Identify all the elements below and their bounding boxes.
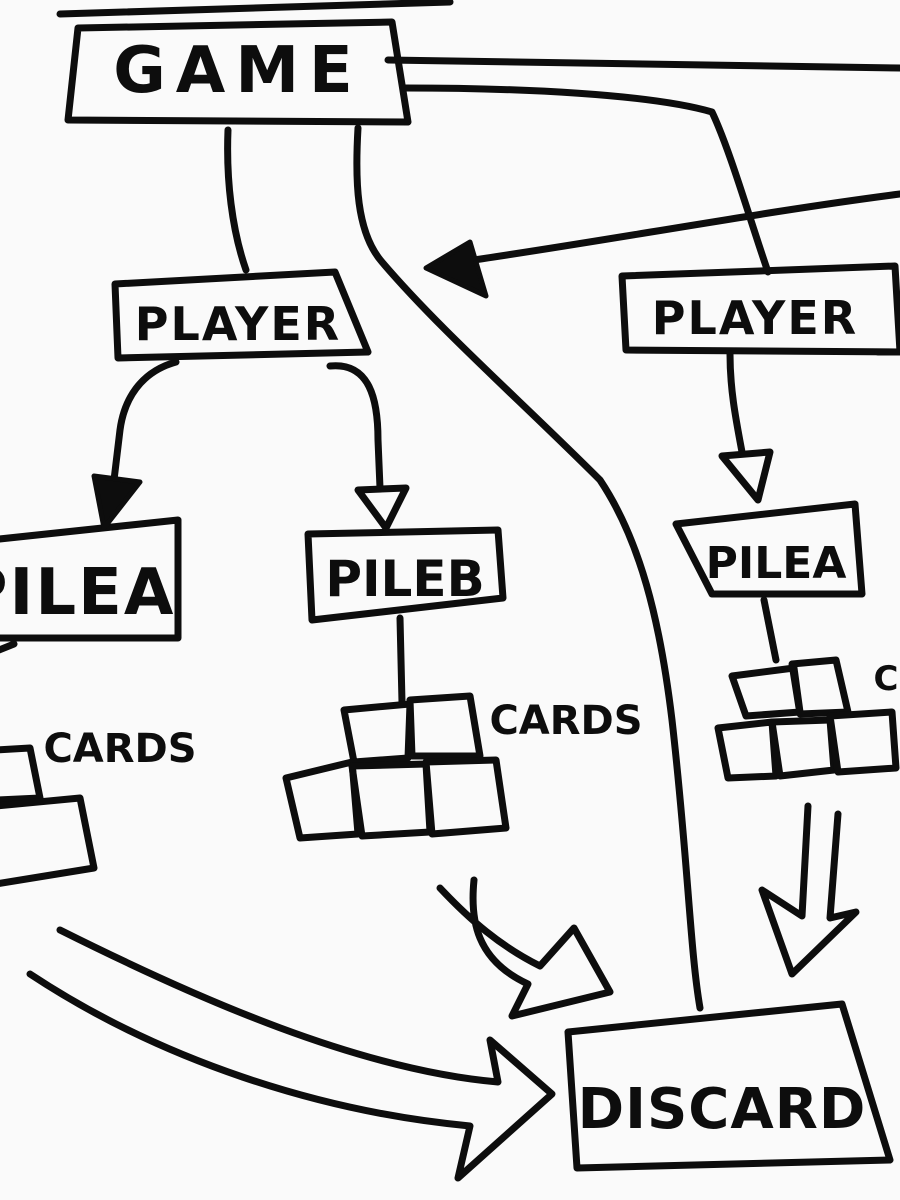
player-right-label: PLAYER — [652, 291, 858, 345]
card — [0, 744, 44, 804]
cards-middle-label: CARDS — [489, 698, 642, 744]
player-left-label: PLAYER — [135, 297, 341, 351]
discard-box — [564, 1000, 894, 1172]
pile-a-right-label: PILEA — [706, 538, 847, 589]
cards-left-label: CARDS — [43, 726, 196, 772]
pile-a-right-node: PILEA — [672, 500, 866, 598]
card — [788, 656, 852, 718]
player-right-node: PLAYER — [618, 262, 900, 356]
cards-left-to-discard-arrow — [26, 926, 556, 1182]
pile-a-left-node: PILEA — [0, 516, 182, 642]
player-right-box — [618, 262, 900, 356]
cards-middle-to-discard-arrow — [436, 876, 614, 1020]
offpage-to-player-left-arrow-line — [456, 190, 900, 266]
pile-a-right-to-cards-line — [760, 596, 780, 664]
pile-b-label: PILEB — [325, 550, 484, 608]
player-left-to-pile-b-line — [326, 362, 384, 492]
pile-a-left-arrowhead — [91, 473, 143, 531]
card — [422, 756, 510, 838]
card — [826, 708, 900, 776]
player-left-node: PLAYER — [111, 268, 372, 362]
card — [282, 758, 362, 842]
player-left-box — [111, 268, 372, 362]
game-to-right-edge-line — [384, 56, 900, 72]
pile-b-box — [304, 526, 507, 624]
game-box — [64, 18, 412, 126]
game-to-player-right-line — [401, 84, 772, 276]
card — [340, 700, 414, 766]
pile-a-left-box — [0, 516, 182, 642]
card — [348, 760, 434, 840]
card — [714, 718, 780, 782]
player-left-to-pile-a-line — [110, 358, 180, 484]
cards-left-stack: CARDS — [0, 726, 197, 887]
game-label: GAME — [113, 34, 362, 108]
pile-a-left-exit-line — [0, 640, 18, 654]
game-to-player-left-line — [224, 126, 250, 274]
pile-a-right-box — [672, 500, 866, 598]
card — [728, 664, 804, 720]
pile-b-to-cards-line — [396, 614, 406, 706]
pile-b-arrowhead — [354, 484, 410, 532]
connectors — [0, 56, 900, 1012]
cards-right-to-discard-arrow — [758, 802, 860, 978]
discard-arrows — [26, 802, 860, 1182]
cards-right-partial-label: C — [874, 659, 899, 699]
pile-b-node: PILEB — [304, 526, 507, 624]
game-to-discard-line — [353, 124, 704, 1012]
discard-label: DISCARD — [578, 1077, 867, 1142]
cards-middle-stack: CARDS — [282, 692, 643, 842]
player-right-to-pile-a-line — [726, 350, 746, 456]
offpage-arrowhead — [423, 239, 489, 299]
pile-a-left-label: PILEA — [0, 556, 175, 630]
card — [406, 692, 484, 760]
card — [768, 716, 838, 780]
pile-a-right-arrowhead — [718, 448, 774, 504]
card — [0, 794, 98, 887]
game-node: GAME — [56, 0, 454, 126]
discard-node: DISCARD — [564, 1000, 894, 1172]
cards-right-stack: C — [714, 656, 900, 782]
